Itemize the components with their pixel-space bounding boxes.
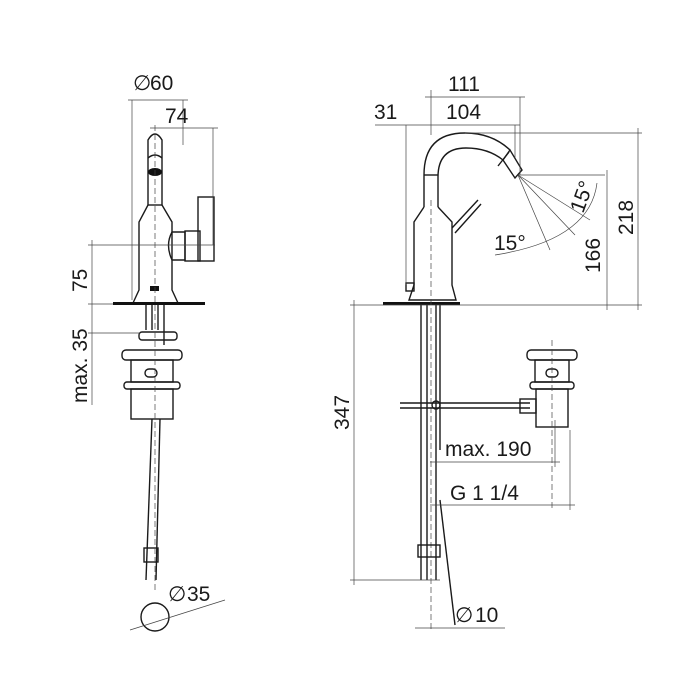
front-view: ∅ 60 74 75 max. 35 ∅ 35 xyxy=(69,72,226,632)
front-lever-handle xyxy=(197,196,215,262)
dim-angle-15-upper: 15° xyxy=(566,178,598,216)
dim-diameter-35: 35 xyxy=(187,583,210,606)
dim-max-190: max. 190 xyxy=(445,438,531,461)
dim-104: 104 xyxy=(446,101,481,124)
dim-166: 166 xyxy=(582,238,605,273)
diameter-icon: ∅ xyxy=(168,583,186,606)
spray-angle xyxy=(494,174,605,256)
side-view: 111 104 31 218 166 15° 15° 347 max. 190 … xyxy=(331,73,642,630)
front-hole-circle xyxy=(140,602,170,632)
dim-max-35: max. 35 xyxy=(69,328,92,403)
side-drain xyxy=(519,349,578,428)
front-marker xyxy=(150,286,159,291)
side-body xyxy=(408,206,457,301)
dim-111: 111 xyxy=(448,73,480,96)
side-base-plate xyxy=(383,302,460,305)
front-base-plate xyxy=(113,302,205,305)
dim-347: 347 xyxy=(331,395,354,430)
dim-218: 218 xyxy=(615,200,638,235)
dim-thread-g114: G 1 1/4 xyxy=(450,482,519,505)
side-spout xyxy=(423,132,511,207)
front-drain xyxy=(121,349,183,420)
side-nozzle xyxy=(502,148,523,180)
dim-diameter-10: 10 xyxy=(475,604,498,627)
dim-75: 75 xyxy=(69,269,92,292)
front-lever xyxy=(167,231,186,261)
dim-31: 31 xyxy=(374,101,397,124)
front-lever-hub xyxy=(184,230,201,262)
diameter-icon: ∅ xyxy=(133,72,151,95)
dim-angle-15-lower: 15° xyxy=(494,232,526,255)
dim-diameter-60: 60 xyxy=(150,72,173,95)
dim-74: 74 xyxy=(165,105,189,128)
diameter-icon: ∅ xyxy=(455,604,473,627)
